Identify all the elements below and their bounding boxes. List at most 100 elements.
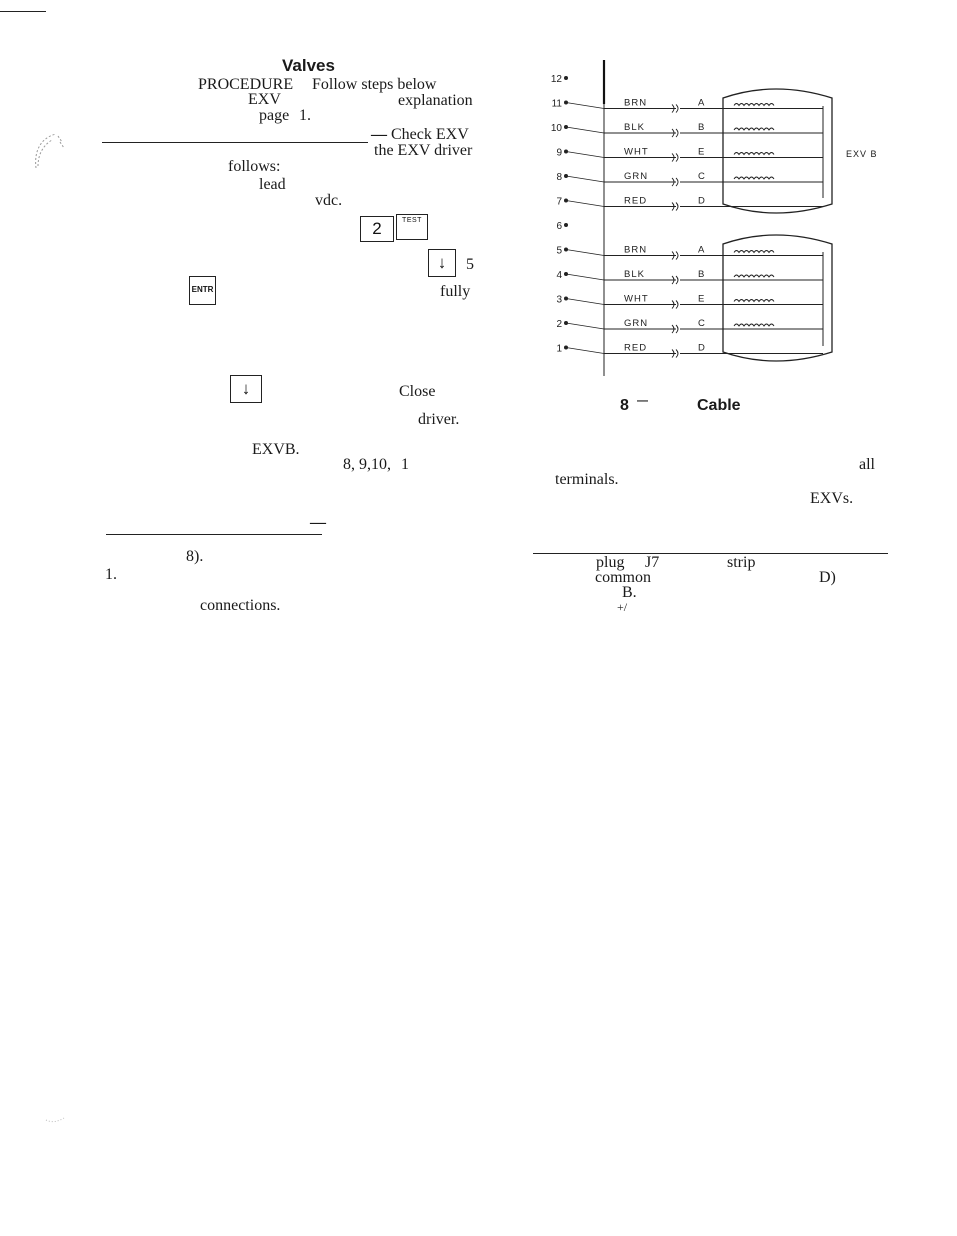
connector-b-4 — [671, 202, 679, 211]
wire-color-a-0: BRN — [624, 245, 647, 256]
terminal-number-12: 12 — [551, 74, 563, 85]
scan-mark-icon — [35, 133, 65, 169]
pin-b-4: D — [698, 196, 705, 207]
key-2-button[interactable]: 2 — [360, 216, 394, 242]
terminal-number-6: 6 — [556, 221, 562, 232]
check-exv-text: — Check EXV — [371, 127, 469, 143]
terminal-number-10: 10 — [551, 123, 563, 134]
key-test-button[interactable]: TEST — [396, 214, 428, 240]
valve-bodies — [722, 88, 833, 362]
step-count-text: 5 — [466, 256, 474, 273]
coil-a-0 — [733, 250, 775, 254]
wire-color-a-1: BLK — [624, 269, 645, 280]
step-one-number: 1. — [105, 566, 117, 583]
vdc-text: vdc. — [315, 192, 343, 209]
valve-body-b — [722, 88, 833, 214]
close-text: Close — [399, 383, 436, 400]
b-text: B. — [622, 584, 637, 601]
connections-text: connections. — [200, 597, 281, 614]
lead-a-1 — [565, 273, 605, 281]
wire-color-b-2: WHT — [624, 147, 649, 158]
coil-b-2 — [733, 152, 775, 156]
header-rule — [0, 11, 46, 12]
wire-color-b-0: BRN — [624, 98, 647, 109]
connector-a-4 — [671, 349, 679, 358]
pin-a-1: B — [698, 269, 704, 280]
wire-color-a-2: WHT — [624, 294, 649, 305]
pin-a-0: A — [698, 245, 705, 256]
terminal-number-1: 1 — [556, 344, 562, 355]
key-entr-button[interactable]: ENTR — [189, 276, 216, 305]
terminal-number-3: 3 — [556, 295, 562, 306]
coil-b-3 — [733, 176, 775, 180]
pin-b-3: C — [698, 171, 705, 182]
coil-b-1 — [733, 127, 775, 131]
coil-a-1 — [733, 274, 775, 278]
explanation-word: explanation — [398, 92, 473, 109]
terminal-number-11: 11 — [552, 99, 563, 110]
procedure-label: PROCEDURE — [198, 76, 294, 93]
page-number: 1. — [299, 107, 311, 124]
section-rule-2-dash: — — [310, 514, 326, 531]
pin-b-2: E — [698, 147, 704, 158]
exv-b-label: EXV B — [846, 149, 878, 159]
check-exv-label: Check EXV — [391, 126, 469, 143]
wire-color-a-4: RED — [624, 343, 647, 354]
terminal-number-2: 2 — [556, 319, 562, 330]
terminal-dot-6 — [564, 223, 568, 227]
lead-b-0 — [565, 102, 605, 109]
connector-b-3 — [671, 177, 679, 187]
terminal-tail-text: 1 — [401, 456, 409, 473]
section-rule-1 — [102, 142, 368, 143]
lead-b-4 — [565, 200, 605, 207]
connector-a-2 — [671, 300, 679, 309]
strip-text: strip — [727, 554, 756, 571]
terminal-list-text: 8, 9,10, — [343, 456, 391, 473]
follows-text: follows: — [228, 158, 281, 175]
terminal-number-8: 8 — [556, 172, 562, 183]
pin-b-1: B — [698, 122, 704, 133]
j7-text: J7 — [645, 554, 660, 571]
key-down-arrow-button[interactable]: ↓ — [428, 249, 456, 277]
lead-a-0 — [565, 249, 605, 256]
key-down-arrow-button-2[interactable]: ↓ — [230, 375, 262, 403]
coil-a-2 — [733, 299, 775, 303]
common-text: common — [595, 569, 651, 586]
figure-caption-number: 8 — [620, 397, 629, 414]
lead-text: lead — [259, 176, 286, 193]
connector-b-2 — [671, 153, 679, 162]
d-paren-text: D) — [819, 569, 836, 586]
connector-a-0 — [671, 251, 679, 260]
terminal-dot-12 — [564, 76, 568, 80]
exv-word: EXV — [248, 91, 281, 108]
em-dash: — — [371, 126, 391, 143]
section-heading: Valves — [282, 56, 335, 75]
fully-text: fully — [440, 283, 471, 300]
connector-a-3 — [671, 324, 679, 334]
exvb-text: EXVB. — [252, 441, 300, 458]
lead-b-3 — [565, 175, 605, 183]
valve-body-a — [722, 234, 833, 362]
wire-color-b-4: RED — [624, 196, 647, 207]
terminal-number-9: 9 — [556, 148, 562, 159]
pin-b-0: A — [698, 98, 705, 109]
connector-a-1 — [671, 275, 679, 285]
page-word: page — [259, 107, 290, 124]
lead-b-2 — [565, 151, 605, 158]
lead-a-4 — [565, 347, 605, 354]
lead-a-3 — [565, 322, 605, 330]
plug-text: plug — [596, 554, 625, 571]
pin-a-3: C — [698, 318, 705, 329]
pin-a-2: E — [698, 294, 704, 305]
section-rule-3 — [533, 553, 888, 554]
connector-b-1 — [671, 128, 679, 138]
figure-caption-title: Cable — [697, 397, 741, 414]
terminal-number-5: 5 — [556, 246, 562, 257]
wire-color-a-3: GRN — [624, 318, 648, 329]
figure-caption-dash: — — [637, 395, 648, 407]
exv-driver-text: the EXV driver — [374, 142, 473, 159]
follow-steps-text: Follow steps below — [312, 76, 437, 93]
